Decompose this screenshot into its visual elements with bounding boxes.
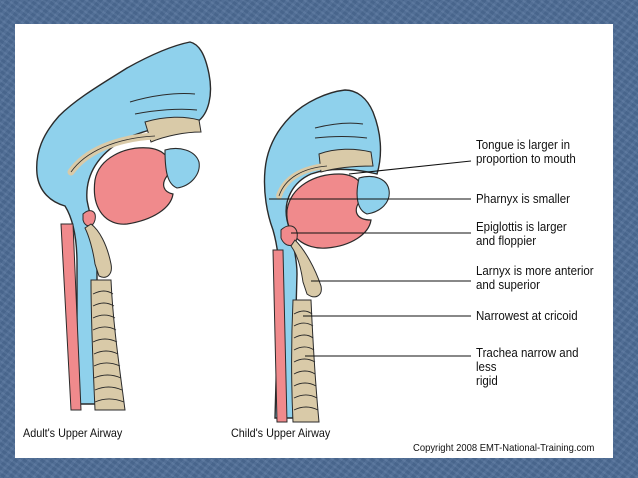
child-epiglottis (280, 225, 298, 246)
adult-palate (144, 116, 202, 143)
child-soft-palate (356, 175, 390, 215)
adult-esophagus (60, 223, 82, 411)
label-cricoid: Narrowest at cricoid (476, 309, 578, 323)
airway-diagram (36, 41, 472, 423)
child-airway (263, 89, 390, 423)
leader-line-tongue (348, 160, 472, 175)
child-larynx (290, 239, 322, 298)
copyright-notice: Copyright 2008 EMT-National-Training.com (413, 442, 595, 454)
child-nasal-line-2 (314, 136, 368, 139)
leader-lines (269, 160, 472, 357)
child-palate (318, 148, 374, 173)
adult-nasal-line-1 (129, 93, 196, 103)
child-palate-curve-outline (278, 165, 328, 197)
child-tracheal-rings (293, 310, 319, 411)
label-larynx: Larnyx is more anterior and superior (476, 264, 594, 292)
adult-larynx (84, 223, 112, 278)
child-nasal-line-1 (314, 122, 364, 129)
label-epiglottis: Epiglottis is larger and floppier (476, 220, 567, 248)
adult-airway (36, 41, 212, 411)
adult-soft-palate (164, 147, 200, 189)
adult-palate-curve-outline (70, 135, 156, 173)
child-trachea (291, 299, 320, 423)
caption-child: Child's Upper Airway (231, 426, 331, 440)
label-pharynx: Pharnyx is smaller (476, 192, 570, 206)
slide: Tongue is larger in proportion to mouth … (15, 24, 613, 458)
adult-trachea (90, 279, 126, 411)
caption-adult: Adult's Upper Airway (23, 426, 123, 440)
adult-tracheal-rings (92, 290, 125, 403)
adult-epiglottis (82, 210, 96, 227)
adult-nasal-line-2 (134, 108, 198, 115)
label-tongue: Tongue is larger in proportion to mouth (476, 138, 576, 166)
child-esophagus (272, 249, 288, 423)
child-tongue (286, 173, 372, 249)
adult-tongue (93, 147, 174, 225)
label-trachea: Trachea narrow and less rigid (476, 346, 579, 388)
